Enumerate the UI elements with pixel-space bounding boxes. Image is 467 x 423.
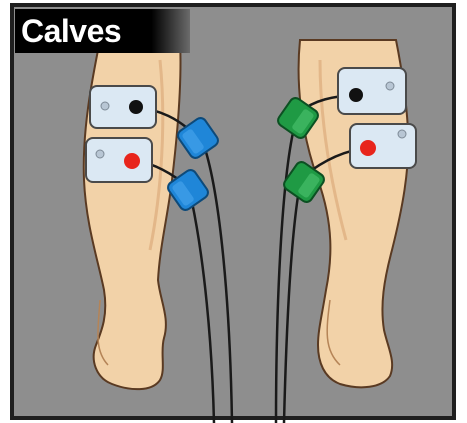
right-upper-electrode-pad <box>338 68 406 114</box>
title-badge: Calves <box>15 9 190 53</box>
left-lower-electrode-pad <box>86 138 152 182</box>
page-title: Calves <box>21 15 121 47</box>
left-upper-electrode-pad <box>90 86 156 128</box>
right-lower-electrode-pad <box>350 124 416 168</box>
